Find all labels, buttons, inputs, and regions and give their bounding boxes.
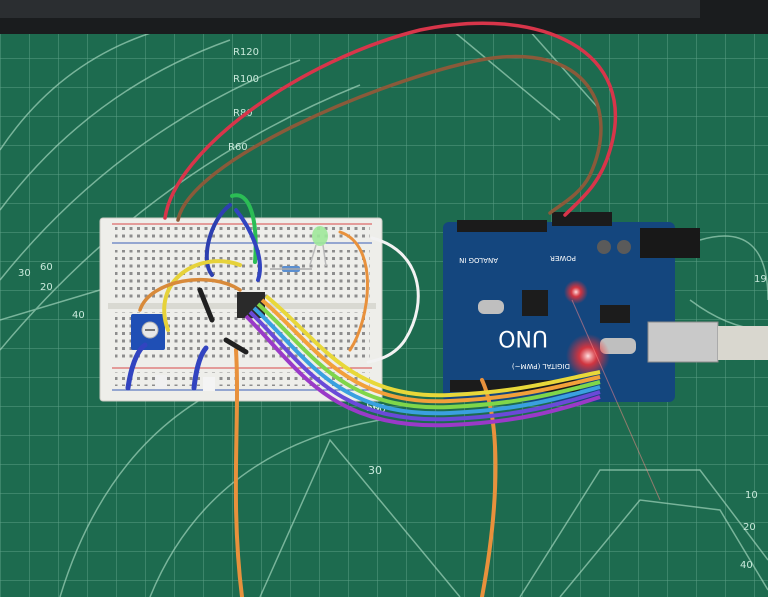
wires xyxy=(125,21,618,597)
mat-number: 20 xyxy=(743,522,756,533)
resistor xyxy=(270,266,312,272)
wire-orange-short xyxy=(138,277,242,312)
wire-yellow xyxy=(162,259,242,332)
wire-red xyxy=(163,21,618,220)
potentiometer xyxy=(131,314,165,350)
header-top xyxy=(457,220,547,232)
regulator-chip xyxy=(600,305,630,323)
cap-white xyxy=(203,377,215,391)
wire-brown xyxy=(176,54,603,222)
mat-label-r100: R100 xyxy=(233,74,259,85)
mat-label-r120: R120 xyxy=(233,47,259,58)
arduino-brand-label: UNO xyxy=(498,325,548,350)
header-label-analog: ANALOG IN xyxy=(459,256,498,264)
wire-orange-long xyxy=(233,348,244,597)
mat-number: 40 xyxy=(72,310,85,321)
breadboard-rail-top xyxy=(115,226,370,240)
mat-number: 20 xyxy=(40,282,53,293)
mat-number: 19 xyxy=(754,274,767,285)
wire-blue-jumper-2 xyxy=(191,345,209,391)
power-jack xyxy=(640,228,700,258)
mat-number: 30 xyxy=(368,464,382,477)
laptop-bezel xyxy=(0,0,700,18)
header-label-power: POWER xyxy=(550,254,576,262)
mat-label-r60: R60 xyxy=(228,142,248,153)
mcu-chip xyxy=(522,290,548,316)
header-top-2 xyxy=(552,212,612,226)
usb-port xyxy=(647,321,719,363)
mat-arcs xyxy=(0,19,768,597)
wire-blue-jumper xyxy=(125,342,148,391)
breadboard-rail-bottom xyxy=(115,372,370,386)
mat-number: 60 xyxy=(40,262,53,273)
usb-cable xyxy=(718,326,768,360)
mat-label-r80: R80 xyxy=(233,108,253,119)
wire-white xyxy=(366,236,420,364)
pot-leg-cap xyxy=(155,375,167,389)
crystal xyxy=(478,300,504,314)
light-streak xyxy=(571,299,661,501)
wire-black-short xyxy=(197,287,215,323)
wire-orange-right xyxy=(338,230,369,352)
green-led xyxy=(309,226,328,267)
capacitor xyxy=(617,240,631,254)
mat-number: 30 xyxy=(18,268,31,279)
ribbon-cable xyxy=(244,294,601,428)
wire-blue xyxy=(204,203,232,277)
arduino-pcb xyxy=(443,222,675,402)
wire-black-short-2 xyxy=(223,337,249,355)
mat-number: 40 xyxy=(740,560,753,571)
mat-number: 10 xyxy=(745,490,758,501)
power-led-glow xyxy=(564,280,588,304)
wire-blue-2 xyxy=(234,208,262,282)
status-led-glow xyxy=(566,334,610,378)
header-label-digital: DIGITAL (PWM~) xyxy=(512,362,570,370)
capacitor xyxy=(597,240,611,254)
